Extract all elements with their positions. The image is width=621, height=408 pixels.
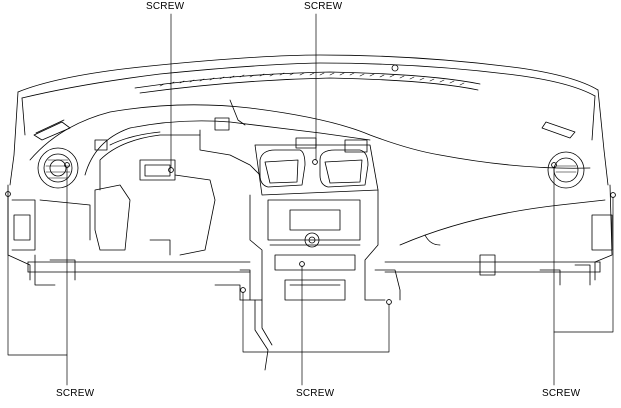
screw-label-bottom-center: SCREW: [296, 388, 335, 399]
right-side-structure: [399, 151, 613, 286]
center-stack: [214, 137, 401, 371]
leader-lines: [7, 13, 614, 386]
dash-top-panel: [9, 54, 609, 186]
left-side-structure: [7, 147, 216, 286]
screw-label-top-left: SCREW: [146, 1, 185, 12]
screw-label-bottom-right: SCREW: [542, 388, 581, 399]
cluster-frame: [29, 99, 591, 191]
screw-markers: [5, 159, 616, 305]
cross-member: [27, 261, 601, 273]
screw-label-bottom-left: SCREW: [56, 388, 95, 399]
screw-label-top-right: SCREW: [304, 1, 343, 12]
